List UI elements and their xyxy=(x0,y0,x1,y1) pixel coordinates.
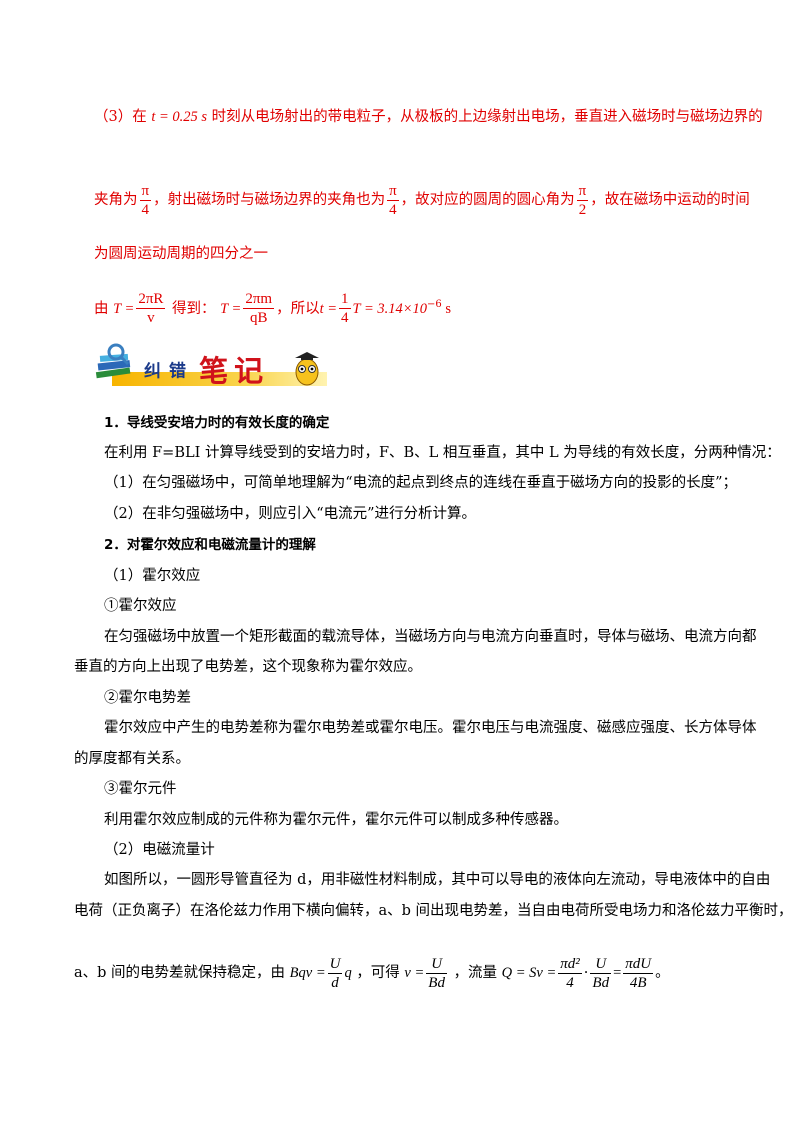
angle-text-3: ，故对应的圆周的圆心角为 xyxy=(400,192,575,208)
angle-text-1: 夹角为 xyxy=(94,192,138,208)
formula-text-1: 由 xyxy=(94,300,109,317)
unit: s xyxy=(441,300,452,317)
denominator: Bd xyxy=(592,974,610,991)
quarter-line: 为圆周运动周期的四分之一 xyxy=(94,246,268,262)
part3-label: （3）在 xyxy=(94,109,147,125)
angle-text-4: ，故在磁场中运动的时间 xyxy=(590,192,750,208)
book-stack-icon xyxy=(95,343,131,379)
formula-text-c: ，流量 xyxy=(453,965,498,981)
time-symbol: t = xyxy=(319,300,338,317)
denominator: 4 xyxy=(566,974,574,991)
numerator: U xyxy=(327,955,343,974)
denominator: Bd xyxy=(428,974,445,991)
equals-sign: = xyxy=(613,965,622,981)
section1-item2: （2）在非匀强磁场中，则应引入“电流元”进行分析计算。 xyxy=(104,506,477,522)
hall-element-item: ③霍尔元件 xyxy=(104,781,177,797)
hall-voltage-para2: 的厚度都有关系。 xyxy=(74,751,190,767)
hall-voltage-para1: 霍尔效应中产生的电势差称为霍尔电势差或霍尔电压。霍尔电压与电流强度、磁感应强度、… xyxy=(104,720,757,736)
part3-text: 时刻从电场射出的带电粒子，从极板的上边缘射出电场，垂直进入磁场时与磁场边界的 xyxy=(211,109,763,125)
period-mark: 。 xyxy=(655,965,670,981)
hall-effect-para2: 垂直的方向上出现了电势差，这个现象称为霍尔效应。 xyxy=(74,659,422,675)
numerator: πdU xyxy=(623,955,654,974)
numerator: πd² xyxy=(558,955,582,974)
denominator: 4 xyxy=(389,201,397,218)
denominator: 4 xyxy=(141,201,150,218)
period-symbol-2: T = xyxy=(220,300,242,317)
hall-effect-item: ①霍尔效应 xyxy=(104,598,177,614)
denominator: 4B xyxy=(629,974,647,991)
banner-graphic xyxy=(95,343,327,386)
period-symbol-1: T = xyxy=(113,300,135,317)
numerator: U xyxy=(426,955,447,974)
denominator: v xyxy=(147,310,155,327)
hall-voltage-item: ②霍尔电势差 xyxy=(104,690,191,706)
denominator: 4 xyxy=(341,310,349,327)
banner-title: 纠错 笔记 xyxy=(144,348,269,390)
numerator: 1 xyxy=(339,291,351,310)
section2-title: 2．对霍尔效应和电磁流量计的理解 xyxy=(104,537,316,553)
banner-title-part2: 笔记 xyxy=(199,354,270,388)
numerator: U xyxy=(590,955,612,974)
velocity-symbol: v = xyxy=(404,965,425,981)
numerator: π xyxy=(139,182,152,201)
numerator: 2πR xyxy=(136,291,166,310)
flowmeter-heading: （2）电磁流量计 xyxy=(104,842,215,858)
charge-symbol: q xyxy=(344,965,352,981)
formula-text-3: ，所以 xyxy=(276,300,320,317)
section1-item1: （1）在匀强磁场中，可简单地理解为“电流的起点到终点的连线在垂直于磁场方向的投影… xyxy=(104,475,738,491)
angle-text-2: ，射出磁场时与磁场边界的夹角也为 xyxy=(153,192,386,208)
time-value: t = 0.25 s xyxy=(151,109,208,125)
numerator: π xyxy=(576,182,589,201)
section1-paragraph: 在利用 F=BLI 计算导线受到的安培力时，F、B、L 相互垂直，其中 L 为导… xyxy=(104,445,781,461)
numerator: 2πm xyxy=(243,291,275,310)
denominator: 2 xyxy=(578,201,587,218)
part3-line: （3）在 t = 0.25 s 时刻从电场射出的带电粒子，从极板的上边缘射出电场… xyxy=(94,107,763,127)
denominator: d xyxy=(331,974,339,991)
denominator: qB xyxy=(249,310,268,327)
formula-text-a: a、b 间的电势差就保持稳定，由 xyxy=(74,965,286,981)
hall-effect-heading: （1）霍尔效应 xyxy=(104,568,201,584)
banner-title-part1: 纠错 xyxy=(144,361,194,382)
force-balance-lhs: Bqv = xyxy=(289,965,326,981)
hall-effect-para1: 在匀强磁场中放置一个矩形截面的载流导体，当磁场方向与电流方向垂直时，导体与磁场、… xyxy=(104,629,757,645)
flow-symbol: Q = Sv = xyxy=(501,965,557,981)
formula-text-b: ，可得 xyxy=(356,965,400,981)
flowmeter-para1: 如图所以，一圆形导管直径为 d，用非磁性材料制成，其中可以导电的液体向左流动，导… xyxy=(104,872,771,888)
section1-title: 1．导线受安培力时的有效长度的确定 xyxy=(104,415,330,431)
multiply-dot: · xyxy=(583,965,589,981)
error-notes-banner: 纠错 笔记 xyxy=(92,342,332,392)
period-result: T = 3.14×10 xyxy=(352,300,428,317)
numerator: π xyxy=(387,182,399,201)
formula-text-2: 得到： xyxy=(172,300,216,317)
hall-element-para: 利用霍尔效应制成的元件称为霍尔元件，霍尔元件可以制成多种传感器。 xyxy=(104,812,568,828)
flowmeter-para2: 电荷（正负离子）在洛伦兹力作用下横向偏转，a、b 间出现电势差，当自由电荷所受电… xyxy=(74,903,793,919)
owl-mascot-icon xyxy=(295,352,319,386)
exponent: −6 xyxy=(427,299,442,310)
